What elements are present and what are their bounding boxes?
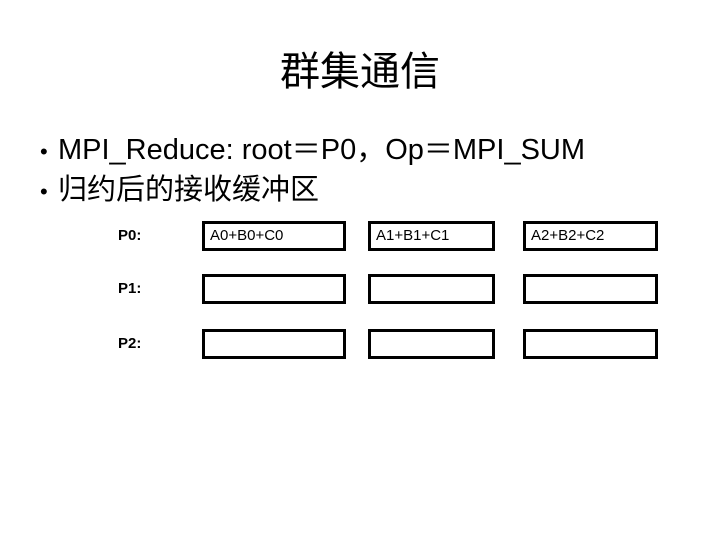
process-label-p0: P0: bbox=[118, 227, 142, 244]
buffer-cell-p2-c2 bbox=[523, 329, 658, 359]
buffer-cell-p2-c1 bbox=[368, 329, 495, 359]
table-row: P1: bbox=[0, 274, 720, 304]
buffer-cell-value: A1+B1+C1 bbox=[376, 227, 450, 244]
buffer-cell-p0-c1: A1+B1+C1 bbox=[368, 221, 495, 251]
buffer-cell-p2-c0 bbox=[202, 329, 346, 359]
bullet-marker-icon: • bbox=[40, 179, 48, 204]
bullet-marker-icon: • bbox=[40, 139, 48, 164]
table-row: P2: bbox=[0, 329, 720, 359]
buffer-cell-p1-c0 bbox=[202, 274, 346, 304]
table-row: P0: A0+B0+C0 A1+B1+C1 A2+B2+C2 bbox=[0, 221, 720, 251]
bullet-item-2: • 归约后的接收缓冲区 bbox=[32, 170, 692, 210]
bullet-text-1: MPI_Reduce: root＝P0，Op＝MPI_SUM bbox=[58, 134, 586, 166]
buffer-cell-p0-c0: A0+B0+C0 bbox=[202, 221, 346, 251]
bullet-list: • MPI_Reduce: root＝P0，Op＝MPI_SUM • 归约后的接… bbox=[32, 130, 692, 210]
buffer-cell-p1-c2 bbox=[523, 274, 658, 304]
buffer-cell-p0-c2: A2+B2+C2 bbox=[523, 221, 658, 251]
page-title: 群集通信 bbox=[280, 50, 440, 94]
buffer-cell-value: A2+B2+C2 bbox=[531, 227, 605, 244]
buffer-cell-value: A0+B0+C0 bbox=[210, 227, 284, 244]
process-label-p1: P1: bbox=[118, 280, 142, 297]
bullet-text-2: 归约后的接收缓冲区 bbox=[58, 174, 320, 206]
bullet-item-1: • MPI_Reduce: root＝P0，Op＝MPI_SUM bbox=[32, 130, 692, 170]
buffer-cell-p1-c1 bbox=[368, 274, 495, 304]
process-label-p2: P2: bbox=[118, 335, 142, 352]
